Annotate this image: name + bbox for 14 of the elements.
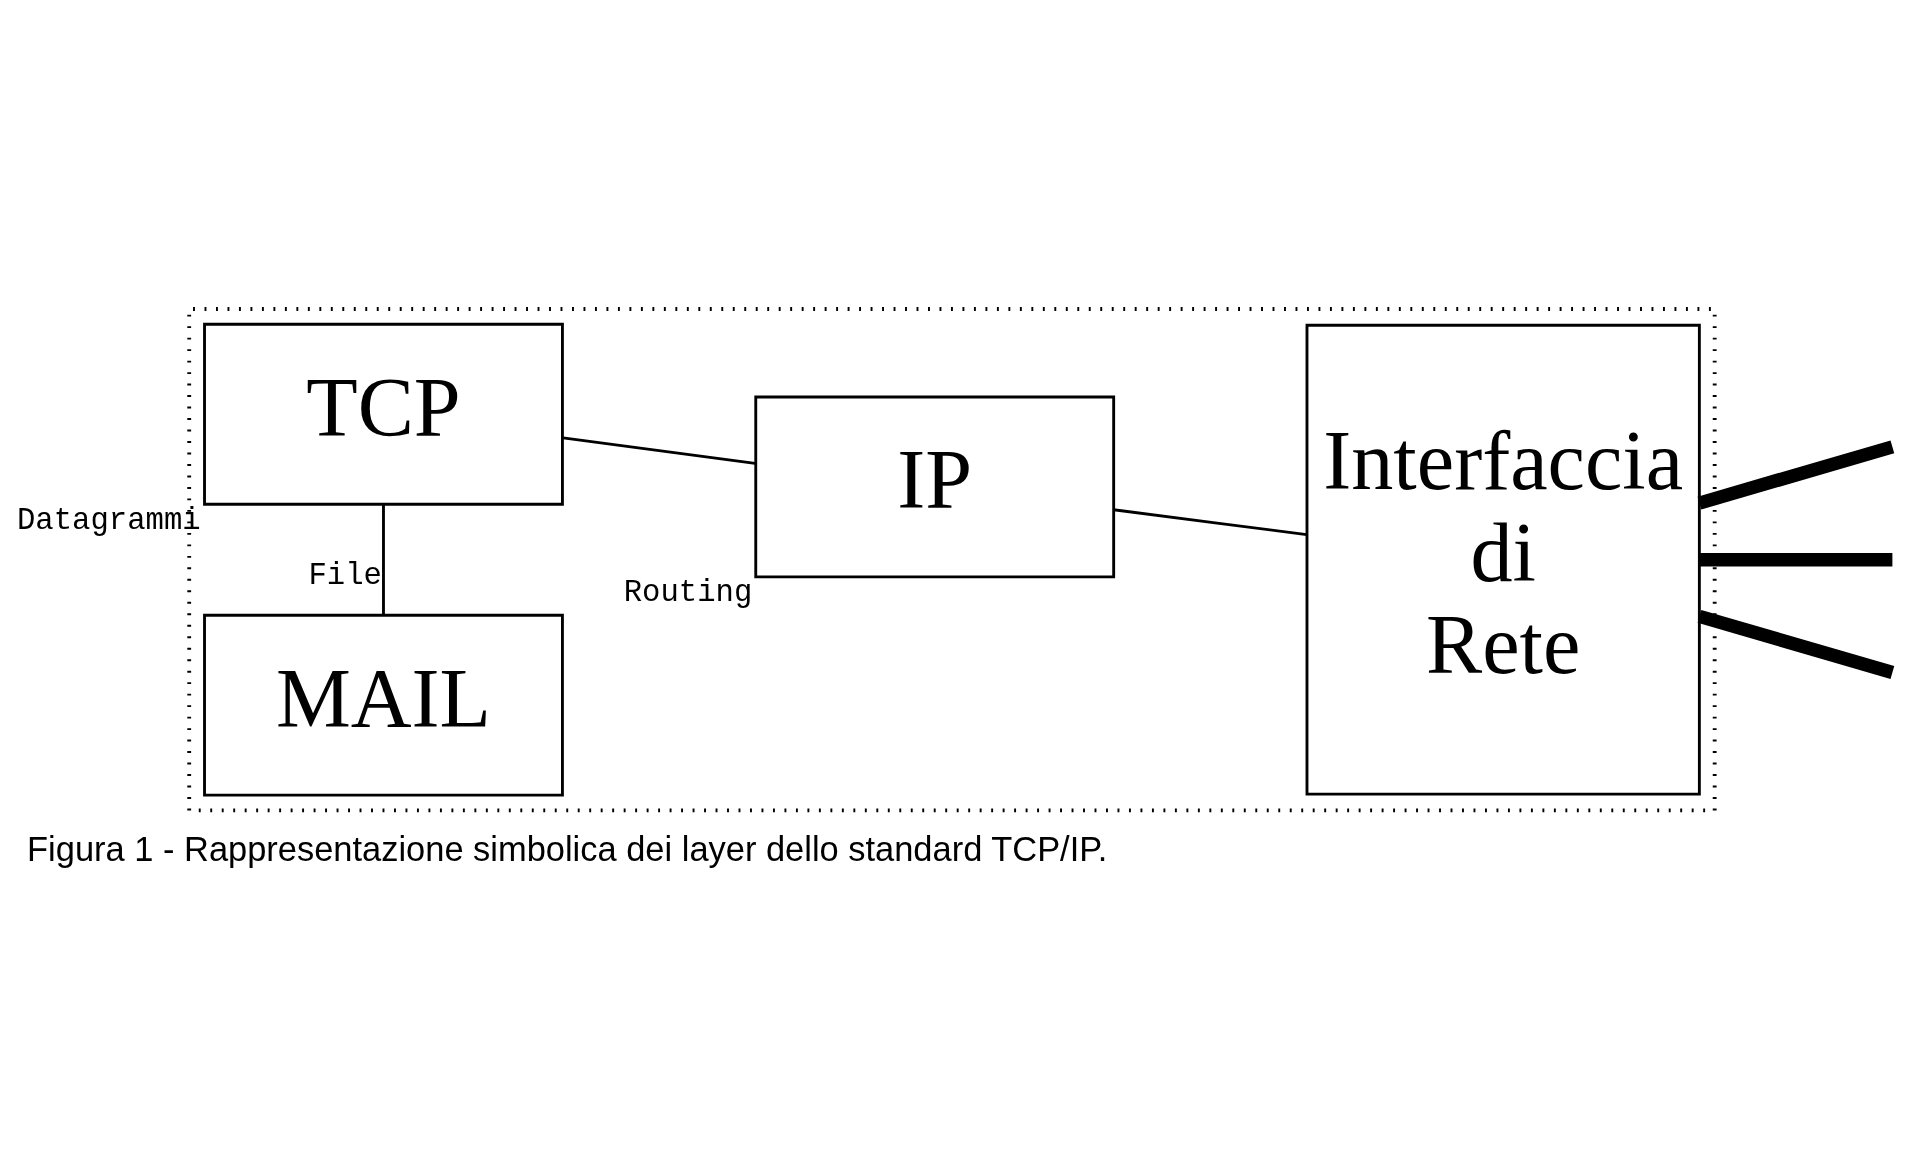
node-label: Routing	[623, 576, 753, 611]
node-box: TCP	[203, 322, 564, 506]
connector	[562, 436, 756, 465]
node-box: MAIL	[203, 613, 564, 797]
connector	[1697, 609, 1895, 679]
caption: Figura 1 - Rappresentazione simbolica dei layer dello standard TCP/IP.	[27, 829, 1108, 868]
connector	[1113, 508, 1307, 537]
node-box: IP	[754, 395, 1116, 579]
node-box: Interfaccia di Rete	[1305, 323, 1701, 796]
edge-label: File	[308, 559, 382, 594]
connector	[1699, 553, 1893, 567]
connector	[1697, 440, 1895, 510]
connector	[382, 504, 385, 615]
node-label: Datagrammi	[16, 503, 201, 538]
